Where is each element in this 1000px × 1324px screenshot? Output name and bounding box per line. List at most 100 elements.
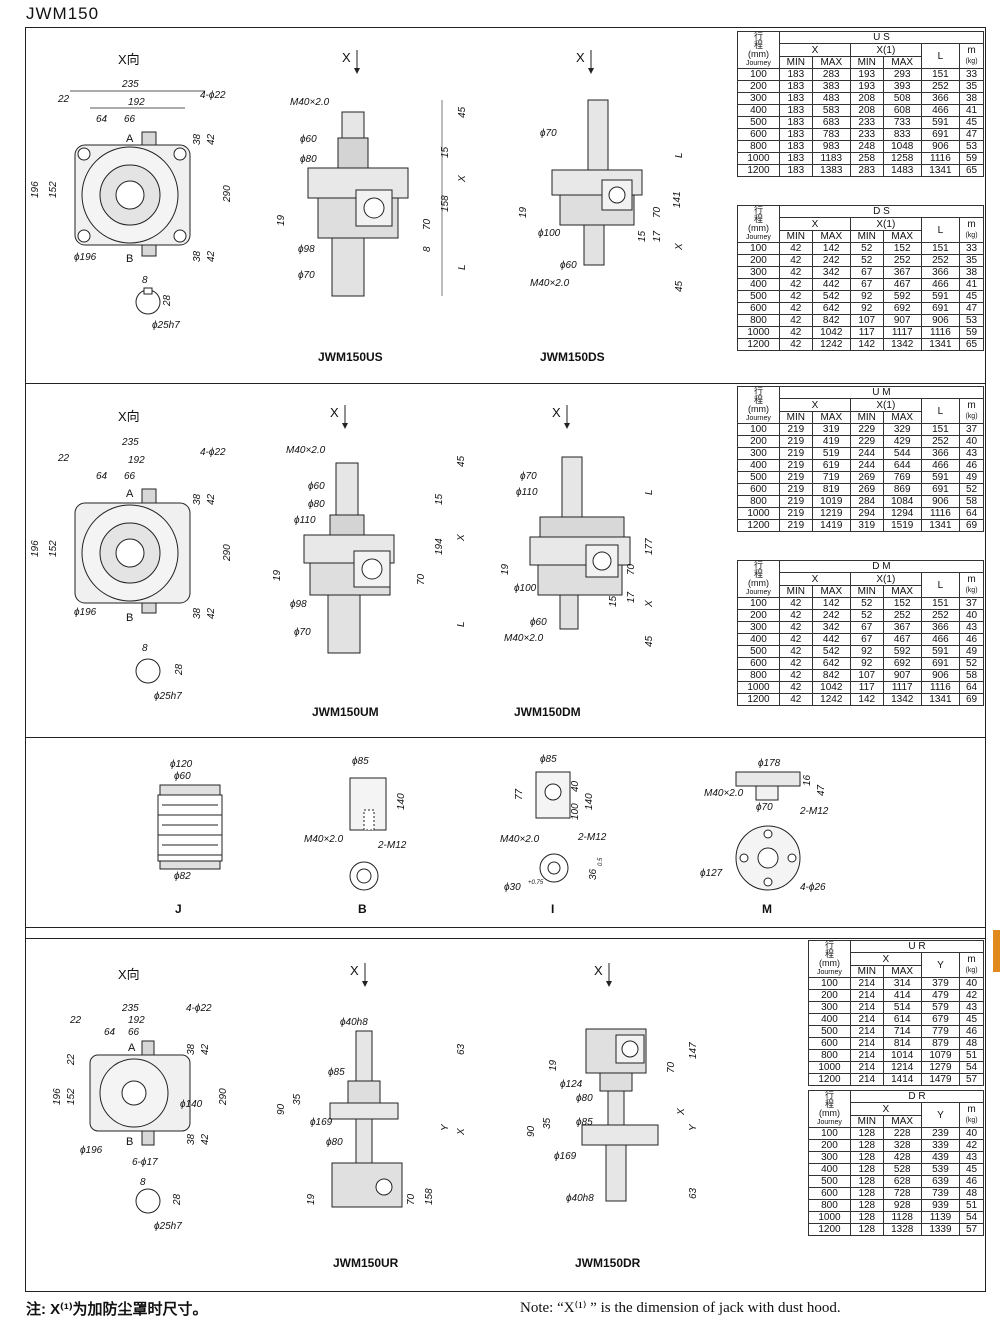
dim-phi25h7: ϕ25h7 bbox=[154, 691, 182, 702]
table-cell: 442 bbox=[811, 278, 851, 291]
table-cell: 142 bbox=[849, 693, 884, 706]
dim-phi70: ϕ70 bbox=[520, 471, 537, 482]
table-cell: 151 bbox=[920, 597, 961, 610]
table-cell: 1242 bbox=[811, 338, 851, 351]
dim-x: X bbox=[644, 600, 655, 608]
table-cell: 42 bbox=[778, 326, 813, 339]
journey-header-line: Journey bbox=[817, 969, 842, 976]
dim-90: 90 bbox=[526, 1125, 537, 1137]
table-cell: 252 bbox=[920, 435, 961, 448]
table-cell: 1000 bbox=[737, 326, 780, 339]
table-cell: 628 bbox=[882, 1175, 922, 1188]
journey-header-line: 行 bbox=[753, 560, 763, 570]
dim-phi60: ϕ60 bbox=[300, 134, 317, 145]
table-cell: 339 bbox=[920, 1139, 961, 1152]
table-cell: 42 bbox=[778, 597, 813, 610]
table-cell: 219 bbox=[778, 471, 813, 484]
col-m: m bbox=[967, 45, 976, 56]
table-cell: 1341 bbox=[920, 164, 961, 177]
col-m: m bbox=[967, 219, 976, 230]
table-cell: 92 bbox=[849, 302, 884, 315]
table-cell: 41 bbox=[959, 278, 984, 291]
dim-42: 42 bbox=[206, 250, 217, 262]
dim-47: 47 bbox=[816, 784, 827, 796]
top-view-um-dm: X向 235 192 22 64 66 4-ϕ22 A B 196 152 29… bbox=[30, 405, 260, 705]
dim-17: 17 bbox=[652, 230, 663, 242]
col-mass: m(kg) bbox=[959, 398, 984, 424]
col-kg: (kg) bbox=[965, 1117, 978, 1124]
dim-290: 290 bbox=[222, 185, 233, 203]
table-cell: 639 bbox=[920, 1175, 961, 1188]
dim-y: Y bbox=[688, 1123, 699, 1131]
table-cell: 269 bbox=[849, 471, 884, 484]
table-cell: 1079 bbox=[920, 1049, 961, 1062]
table-cell: 42 bbox=[778, 681, 813, 694]
dim-28: 28 bbox=[172, 1193, 183, 1206]
x-arrow-label: X bbox=[552, 405, 561, 420]
table-cell: 244 bbox=[849, 447, 884, 460]
table-cell: 1242 bbox=[811, 693, 851, 706]
table-cell: 591 bbox=[920, 645, 961, 658]
table-cell: 128 bbox=[849, 1199, 884, 1212]
col-m: m bbox=[967, 574, 976, 585]
dr-side-view: X ϕ124 ϕ80 ϕ85 ϕ169 ϕ40h8 19 90 35 70 14… bbox=[520, 955, 720, 1225]
table-cell: 239 bbox=[920, 1127, 961, 1140]
table-cell: 500 bbox=[737, 116, 780, 129]
table-cell: 314 bbox=[882, 977, 922, 990]
table-cell: 65 bbox=[959, 338, 984, 351]
table-cell: 43 bbox=[959, 447, 984, 460]
dim-38: 38 bbox=[192, 250, 203, 262]
dim-66: 66 bbox=[124, 114, 136, 125]
table-cell: 40 bbox=[959, 609, 984, 622]
dim-x: X bbox=[457, 175, 468, 183]
dim-l: L bbox=[457, 264, 468, 270]
dim-phi80: ϕ80 bbox=[326, 1137, 343, 1148]
caption-dr: JWM150DR bbox=[575, 1256, 641, 1270]
table-cell: 151 bbox=[920, 423, 961, 436]
table-cell: 42 bbox=[778, 657, 813, 670]
table-cell: 52 bbox=[849, 254, 884, 267]
table-cell: 57 bbox=[959, 1223, 984, 1236]
col-l: L bbox=[920, 217, 961, 243]
um-side-view: X M40×2.0 ϕ60 ϕ80 ϕ110 45 15 X 194 70 L … bbox=[270, 395, 490, 685]
table-cell: 692 bbox=[882, 302, 922, 315]
col-kg: (kg) bbox=[965, 587, 978, 594]
table-cell: 42 bbox=[778, 669, 813, 682]
table-cell: 366 bbox=[920, 266, 961, 279]
dim-152: 152 bbox=[48, 540, 59, 557]
dim-38: 38 bbox=[186, 1043, 197, 1055]
table-cell: 128 bbox=[849, 1175, 884, 1188]
table-cell: 642 bbox=[811, 302, 851, 315]
dim-phi70: ϕ70 bbox=[298, 270, 315, 281]
dim-m40: M40×2.0 bbox=[290, 97, 330, 108]
table-cell: 342 bbox=[811, 621, 851, 634]
table-cell: 679 bbox=[920, 1013, 961, 1026]
table-cell: 107 bbox=[849, 669, 884, 682]
col-x: X bbox=[849, 952, 922, 966]
table-cell: 42 bbox=[778, 693, 813, 706]
table-cell: 41 bbox=[959, 104, 984, 117]
dim-phi82: ϕ82 bbox=[174, 871, 191, 882]
table-cell: 1116 bbox=[920, 681, 961, 694]
journey-header-line: (mm) bbox=[818, 1108, 840, 1118]
dim-4-phi22: 4-ϕ22 bbox=[186, 1003, 212, 1014]
dim-phi60: ϕ60 bbox=[530, 617, 547, 628]
table-cell: 46 bbox=[959, 1175, 984, 1188]
table-cell: 219 bbox=[778, 495, 813, 508]
table-cell: 508 bbox=[882, 92, 922, 105]
journey-header-line: 行 bbox=[824, 940, 834, 950]
dim-40: 40 bbox=[570, 780, 581, 792]
table-cell: 1042 bbox=[811, 326, 851, 339]
table-cell: 214 bbox=[849, 1037, 884, 1050]
dim-22: 22 bbox=[66, 1053, 77, 1066]
col-kg: (kg) bbox=[965, 58, 978, 65]
